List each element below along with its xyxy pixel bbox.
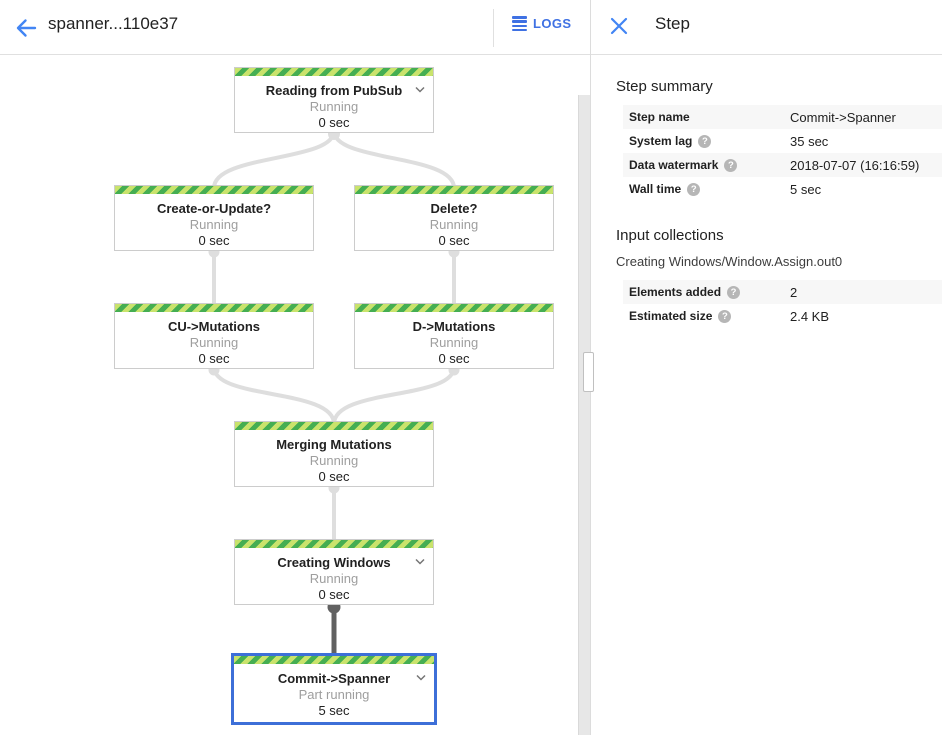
node-title: Commit->Spanner <box>277 671 391 686</box>
node-time: 0 sec <box>198 233 230 248</box>
node-time: 5 sec <box>318 703 350 718</box>
node-time: 0 sec <box>438 233 470 248</box>
graph-node-commit-spanner[interactable]: Commit->Spanner Part running 5 sec <box>231 653 437 725</box>
graph-node-create-or-update[interactable]: Create-or-Update? Running 0 sec <box>114 185 314 251</box>
input-collections-table: Elements added ? 2 Estimated size ? 2.4 … <box>623 280 942 328</box>
running-stripe <box>355 304 553 312</box>
help-icon[interactable]: ? <box>698 134 712 148</box>
panel-title: Step <box>655 14 690 33</box>
node-status: Running <box>189 335 239 350</box>
row-label: System lag <box>629 134 693 148</box>
table-row-elements-added: Elements added ? 2 <box>623 280 942 304</box>
graph-node-cu-mutations[interactable]: CU->Mutations Running 0 sec <box>114 303 314 369</box>
top-bar: spanner...110e37 LOGS Step <box>0 0 942 55</box>
running-stripe <box>355 186 553 194</box>
input-collections-heading: Input collections <box>616 227 724 244</box>
node-time: 0 sec <box>198 351 230 366</box>
graph-node-merging-mutations[interactable]: Merging Mutations Running 0 sec <box>234 421 434 487</box>
help-icon[interactable]: ? <box>724 158 738 172</box>
graph-node-creating-windows[interactable]: Creating Windows Running 0 sec <box>234 539 434 605</box>
row-value: Commit->Spanner <box>790 109 896 125</box>
node-status: Running <box>189 217 239 232</box>
node-status: Running <box>309 571 359 586</box>
job-graph-canvas[interactable]: Reading from PubSub Running 0 sec Create… <box>0 0 578 735</box>
node-title: Creating Windows <box>277 555 391 570</box>
help-icon[interactable]: ? <box>687 182 701 196</box>
job-title: spanner...110e37 <box>48 14 179 33</box>
help-icon[interactable]: ? <box>718 309 732 323</box>
node-status: Running <box>429 217 479 232</box>
node-title: Reading from PubSub <box>265 83 403 98</box>
close-icon[interactable] <box>609 16 629 36</box>
table-row-step-name: Step name Commit->Spanner <box>623 105 942 129</box>
node-time: 0 sec <box>318 587 350 602</box>
running-stripe <box>235 68 433 76</box>
row-value: 2.4 KB <box>790 308 830 324</box>
row-label: Data watermark <box>629 158 719 172</box>
row-label: Wall time <box>629 182 682 196</box>
row-label: Elements added <box>629 285 722 299</box>
graph-scrollbar-track[interactable] <box>578 95 590 735</box>
graph-node-d-mutations[interactable]: D->Mutations Running 0 sec <box>354 303 554 369</box>
node-status: Running <box>429 335 479 350</box>
logs-button-label: LOGS <box>533 16 572 32</box>
row-value: 5 sec <box>790 181 822 197</box>
chevron-down-icon[interactable] <box>415 670 427 685</box>
node-status: Running <box>309 453 359 468</box>
running-stripe <box>234 656 434 664</box>
node-status: Running <box>309 99 359 114</box>
table-row-wall-time: Wall time ? 5 sec <box>623 177 942 201</box>
row-value: 35 sec <box>790 133 829 149</box>
logs-button[interactable]: LOGS <box>512 16 572 32</box>
panel-resize-handle[interactable] <box>583 352 594 392</box>
step-details-panel: Step summary Step name Commit->Spanner S… <box>591 56 942 735</box>
node-title: Delete? <box>430 201 478 216</box>
running-stripe <box>235 422 433 430</box>
logs-list-icon <box>512 16 527 32</box>
node-title: Create-or-Update? <box>156 201 272 216</box>
running-stripe <box>235 540 433 548</box>
node-time: 0 sec <box>318 469 350 484</box>
node-title: D->Mutations <box>412 319 496 334</box>
running-stripe <box>115 304 313 312</box>
chevron-down-icon[interactable] <box>414 82 426 97</box>
table-row-data-watermark: Data watermark ? 2018-07-07 (16:16:59) <box>623 153 942 177</box>
row-label: Step name <box>629 110 690 124</box>
back-arrow-icon[interactable] <box>14 16 38 40</box>
node-title: CU->Mutations <box>167 319 261 334</box>
row-label: Estimated size <box>629 309 713 323</box>
header-separator <box>493 9 494 47</box>
node-time: 0 sec <box>318 115 350 130</box>
help-icon[interactable]: ? <box>727 285 741 299</box>
node-status: Part running <box>298 687 370 702</box>
graph-node-reading-from-pubsub[interactable]: Reading from PubSub Running 0 sec <box>234 67 434 133</box>
node-time: 0 sec <box>438 351 470 366</box>
graph-node-delete[interactable]: Delete? Running 0 sec <box>354 185 554 251</box>
input-collection-name: Creating Windows/Window.Assign.out0 <box>616 254 843 269</box>
chevron-down-icon[interactable] <box>414 554 426 569</box>
row-value: 2 <box>790 284 798 300</box>
table-row-system-lag: System lag ? 35 sec <box>623 129 942 153</box>
table-row-estimated-size: Estimated size ? 2.4 KB <box>623 304 942 328</box>
row-value: 2018-07-07 (16:16:59) <box>790 157 920 173</box>
running-stripe <box>115 186 313 194</box>
step-summary-table: Step name Commit->Spanner System lag ? 3… <box>623 105 942 201</box>
step-summary-heading: Step summary <box>616 78 713 95</box>
node-title: Merging Mutations <box>276 437 392 452</box>
